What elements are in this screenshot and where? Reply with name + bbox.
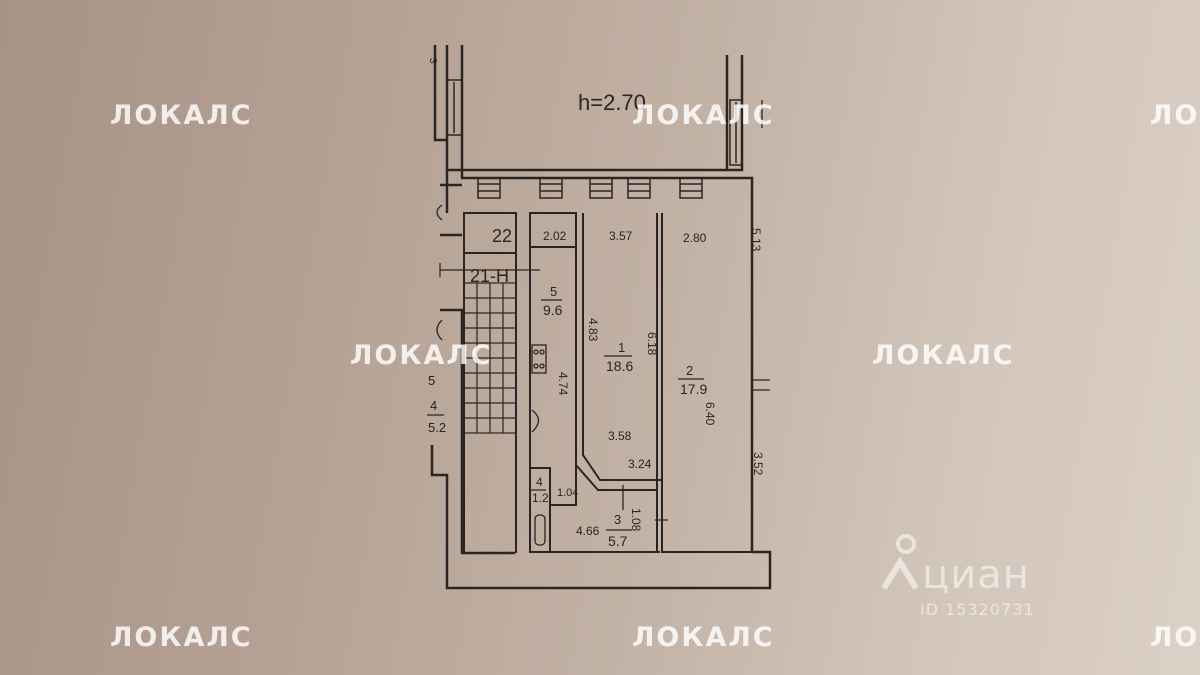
room-3-area: 5.7 [608,533,628,549]
watermark: ЛОКАЛС [350,340,493,371]
dim-4-83: 4.83 [586,318,600,342]
room-4-number: 4 [536,475,543,489]
dim-3-57: 3.57 [609,229,633,243]
room-4-area: 1.2 [532,491,549,505]
room-2-area: 17.9 [680,381,707,397]
upper-left-window [446,79,463,136]
dim-1-08: 1.08 [629,508,643,532]
ceiling-height-label: h=2.70 [578,90,646,115]
watermark: ЛОКАЛС [110,100,253,131]
dim-2-02: 2.02 [543,229,567,243]
watermark: ЛОКАЛС [1150,100,1200,131]
dim-3-52: 3.52 [751,452,765,476]
dim-3-24: 3.24 [628,457,652,471]
watermark: ЛОКАЛС [1150,622,1200,653]
stair-label-21h: 21-H [470,266,509,286]
left-room-extra: 5 [428,373,435,388]
room-3-number: 3 [614,512,621,527]
watermark: ЛОКАЛС [632,622,775,653]
room-5-area: 9.6 [543,302,563,318]
upper-right-window [729,99,743,166]
dim-5-13: 5.13 [749,228,763,252]
dim-3-58: 3.58 [608,429,632,443]
cian-brand-name: циан [922,552,1030,598]
watermark: ЛОКАЛС [110,622,253,653]
left-room-number: 4 [430,398,437,413]
room-5-number: 5 [550,284,557,299]
room-2-number: 2 [686,363,693,378]
dim-4-66: 4.66 [576,524,600,538]
corner-mark: 3 [427,58,438,64]
dim-1-04: 1.04 [557,487,578,499]
dim-4-74: 4.74 [556,372,570,396]
fixtures [436,100,770,546]
watermark: ЛОКАЛС [632,100,775,131]
dim-6-18: 6.18 [645,332,659,356]
interior-walls [463,212,752,553]
room-1-area: 18.6 [606,358,633,374]
watermark: ЛОКАЛС [872,340,1015,371]
staircase [439,263,540,434]
cian-listing-id: ID 15320731 [920,600,1035,619]
left-room-area: 5.2 [428,420,446,435]
location-pin-icon [881,534,919,590]
dim-6-40: 6.40 [703,402,717,426]
top-windows [477,177,703,199]
dim-2-80: 2.80 [683,231,707,245]
room-1-number: 1 [618,340,625,355]
stair-label-22: 22 [492,226,512,246]
